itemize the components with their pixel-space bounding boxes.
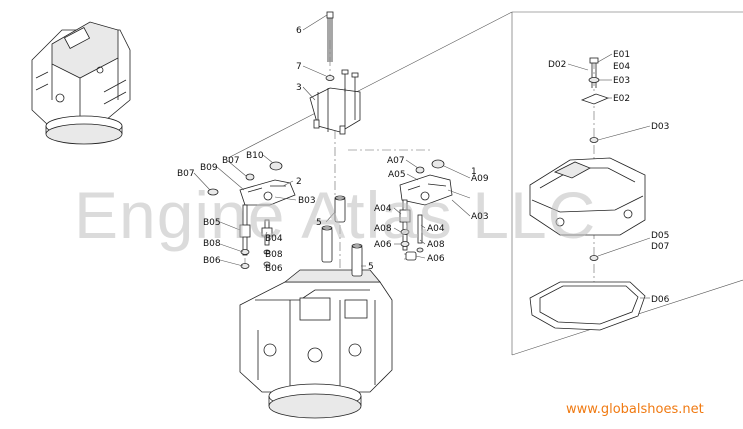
b05-spring	[239, 224, 251, 238]
callout-D06: D06	[651, 295, 670, 305]
callout-1: 1	[471, 167, 477, 177]
right-rocker-group	[399, 159, 453, 261]
part-7-washer	[325, 75, 335, 81]
callout-A05: A05	[388, 170, 406, 180]
callout-B07-lower: B07	[177, 169, 195, 179]
callout-B06-right: B06	[265, 264, 283, 274]
callout-B08-right: B08	[265, 250, 283, 260]
callout-B03: B03	[298, 196, 316, 206]
callout-B08-left: B08	[203, 239, 221, 249]
callout-B07-upper: B07	[222, 156, 240, 166]
watermark-text: Engine Atlas LLC	[74, 178, 596, 252]
assembled-head-thumbnail	[31, 21, 131, 145]
d06-gasket	[529, 281, 646, 331]
callout-labels: 6 7 3 2 1 5 5 B10 B07 B09 B07 B03 B05 B0…	[177, 26, 670, 305]
rocker-arm-1	[399, 174, 453, 206]
callout-E01: E01	[613, 50, 630, 60]
callout-6: 6	[296, 26, 302, 36]
callout-A06-right: A06	[427, 254, 445, 264]
e02-plate	[580, 93, 610, 105]
callout-B09: B09	[200, 163, 218, 173]
callout-A03: A03	[471, 212, 489, 222]
callout-A08-right: A08	[427, 240, 445, 250]
b10-nut	[269, 161, 283, 171]
callout-D07: D07	[651, 242, 669, 252]
callout-B05: B05	[203, 218, 221, 228]
part-6-long-bolt	[326, 11, 334, 62]
site-mark-text: www.globalshoes.net	[566, 402, 704, 417]
callout-A09: A09	[471, 174, 489, 184]
callout-B04: B04	[265, 234, 283, 244]
callout-5a: 5	[316, 218, 322, 228]
callout-A04-right: A04	[427, 224, 445, 234]
callout-E03: E03	[613, 76, 630, 86]
callout-E02: E02	[613, 94, 630, 104]
callout-3: 3	[296, 83, 302, 93]
callout-D02: D02	[548, 60, 566, 70]
callout-B06-left: B06	[203, 256, 221, 266]
callout-A04-left: A04	[374, 204, 392, 214]
callout-7: 7	[296, 62, 302, 72]
callout-A08-left: A08	[374, 224, 392, 234]
callout-B10: B10	[246, 151, 264, 161]
leader-lines	[193, 14, 651, 299]
callout-D05: D05	[651, 231, 669, 241]
callout-5b: 5	[368, 262, 374, 272]
valve-cover-group	[529, 57, 646, 331]
callout-D03: D03	[651, 122, 669, 132]
callout-2: 2	[296, 177, 302, 187]
cylinder-head	[239, 269, 393, 419]
callout-A06-left: A06	[374, 240, 392, 250]
push-rod-tubes	[321, 195, 363, 277]
part-3-rocker-bracket	[309, 69, 361, 135]
callout-A07: A07	[387, 156, 405, 166]
callout-E04: E04	[613, 62, 630, 72]
